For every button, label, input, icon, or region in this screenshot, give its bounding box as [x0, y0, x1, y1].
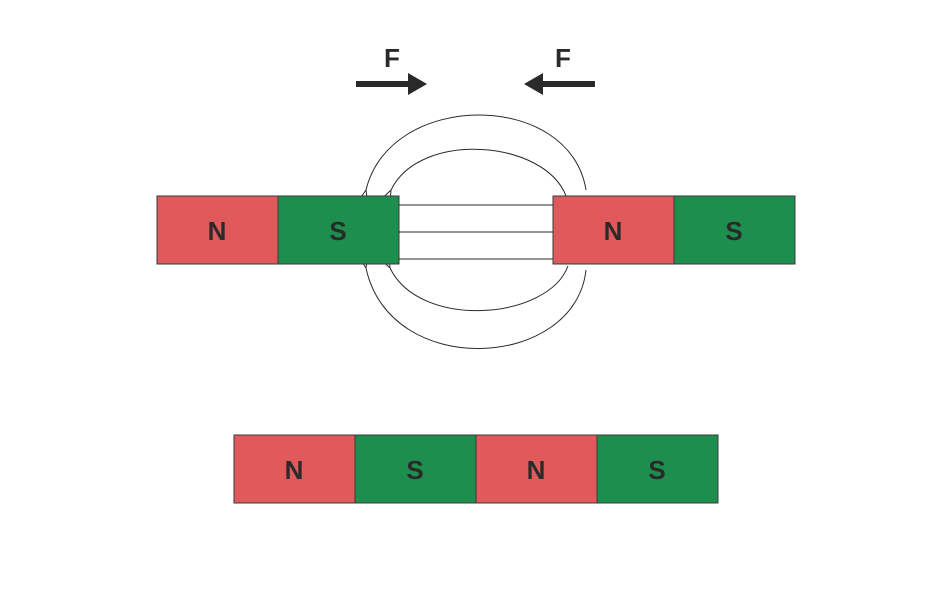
joined-magnet-label-2: S — [406, 455, 423, 485]
magnet-right: N S — [552, 195, 796, 265]
left-arrow-icon — [524, 73, 595, 95]
joined-magnet-label-1: N — [285, 455, 304, 485]
field-line-upper-outer — [366, 114, 587, 190]
magnet-right-north-label: N — [604, 216, 623, 246]
force-arrow-left: F — [356, 43, 427, 95]
field-line-lower-inner — [390, 266, 569, 311]
joined-magnet-pole-4 — [596, 434, 719, 504]
joined-magnet-label-4: S — [648, 455, 665, 485]
force-arrow-right: F — [524, 43, 595, 95]
joined-magnet: N S N S — [233, 434, 719, 504]
magnet-left-south-label: S — [329, 216, 346, 246]
magnet-left-south-pole — [277, 195, 400, 265]
right-arrow-icon — [356, 73, 427, 95]
joined-magnet-pole-3 — [475, 434, 598, 504]
force-label-right: F — [555, 43, 571, 73]
joined-magnet-label-3: N — [527, 455, 546, 485]
field-line-upper-inner — [391, 148, 567, 196]
magnet-left-north-label: N — [208, 216, 227, 246]
field-lines — [366, 114, 587, 349]
magnet-left: N S — [156, 195, 400, 265]
magnet-right-north-pole — [552, 195, 675, 265]
force-label-left: F — [384, 43, 400, 73]
field-line-lower-outer — [366, 268, 587, 349]
magnet-right-south-label: S — [725, 216, 742, 246]
joined-magnet-pole-2 — [354, 434, 477, 504]
joined-magnet-pole-1 — [233, 434, 356, 504]
magnet-right-south-pole — [673, 195, 796, 265]
